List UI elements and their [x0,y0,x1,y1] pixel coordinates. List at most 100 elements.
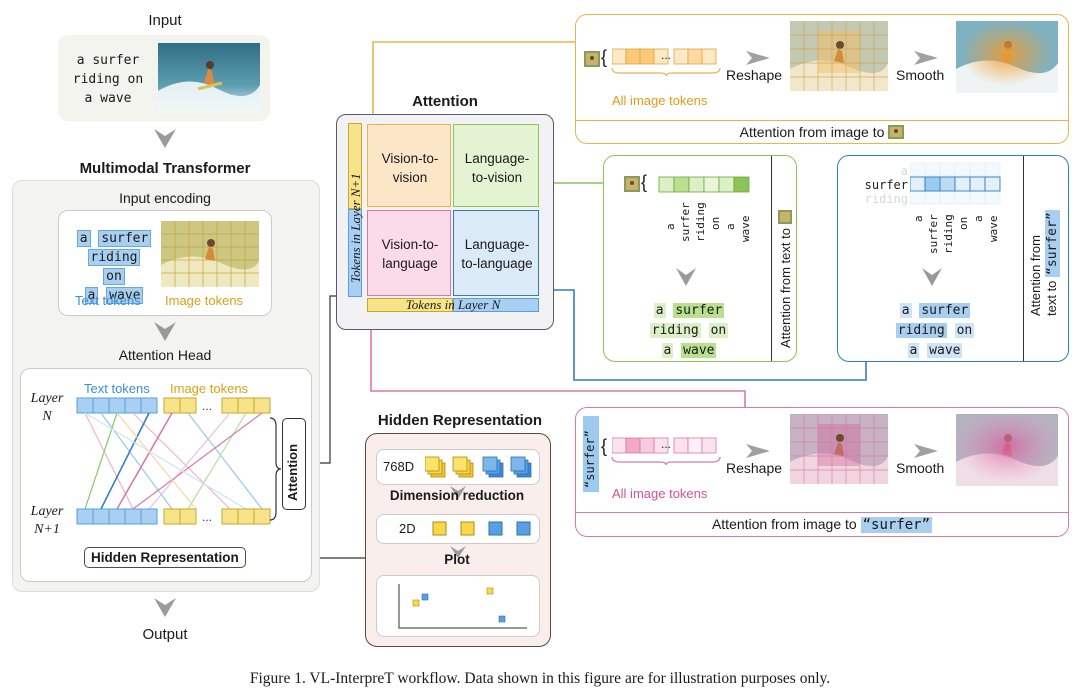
caption-line: a surfer [76,53,140,68]
ellipsis: ... [661,48,672,62]
row-labels: a surfer riding [864,164,908,206]
vector-2d: 2D [376,514,540,544]
caption-line: riding on [72,72,144,87]
smoothed-attention-image [956,414,1058,486]
attention-title: Attention [412,93,478,110]
text-to-surfer-result: a surfer riding on a wave [895,303,975,358]
right-arrow-icon [914,444,938,458]
text-token: a [84,287,99,304]
text-tokens-label: Text tokens [75,293,141,308]
down-arrow-icon [922,268,942,286]
attention-bracket [269,417,282,521]
scatter-plot [376,575,540,637]
input-encoding-box: a surfer riding on a wave Text tokens Im… [58,210,272,316]
quadrant-language-to-language[interactable]: Language-to-language [453,210,539,296]
input-caption: a surfer riding on a wave [68,51,148,108]
hidden-rep-panel: 768D Dimension reduction 2D Plot [365,433,551,647]
thumbnail-icon [624,176,640,192]
thumbnail-icon [778,210,792,225]
token-row-green [658,176,750,193]
thumbnail-icon [888,125,905,139]
image-attention-panel-bottom: “surfer” { ... All image tokens Reshape … [575,407,1069,537]
right-arrow-icon [914,51,938,65]
down-arrow-icon [676,268,696,286]
brace-glyph: { [601,436,608,456]
plot-label: Plot [444,552,470,567]
ellipsis: ... [661,437,672,451]
down-arrow-icon [154,322,176,341]
down-arrow-icon [154,129,176,148]
dim-768-label: 768D [383,459,415,474]
down-arrow-icon [450,486,466,499]
brace-glyph: { [601,47,608,67]
thumbnail-icon [584,51,600,67]
text-token: a [76,230,91,247]
dim-2d-label: 2D [399,521,416,536]
attention-button[interactable]: Attention [282,418,306,510]
token-labels-vertical: a surfer riding on a wave [664,202,752,242]
image-attention-caption-bottom: Attention from image to “surfer” [711,516,933,533]
brace-glyph: { [641,172,648,192]
x-axis-strip: Tokens in Layer N [367,297,539,312]
head-text-tokens: Text tokens [84,381,150,396]
image-tokens-label: Image tokens [165,293,244,308]
input-title: Input [148,12,182,29]
image-attention-caption-top: Attention from image to [576,124,1068,140]
attention-label: Attention [285,443,300,501]
text-to-image-side-label: Attention from text to [778,210,793,348]
text-to-surfer-side-label: Attention from text to “surfer” [1028,210,1060,316]
image-attention-panel-top: { ... All image tokens Reshape Smooth At… [575,14,1069,144]
figure-caption: Figure 1. VL-InterpreT workflow. Data sh… [249,670,831,687]
svg-text:...: ... [202,510,212,524]
down-arrow-icon [154,598,176,617]
attention-head-diagram: ... ... [76,397,271,525]
head-image-tokens: Image tokens [170,381,249,396]
hidden-rep-title: Hidden Representation [377,412,543,429]
attention-head-title: Attention Head [118,347,212,363]
text-token: riding [87,249,141,266]
token-row-pink [612,437,717,454]
token-matrix-blue [910,162,1001,205]
caption-line: a wave [84,91,132,106]
input-box: a surfer riding on a wave [58,35,270,121]
text-to-surfer-panel: a surfer riding a surfer riding on a wav… [837,155,1069,362]
image-token-grid [161,221,259,287]
token-labels-vertical: a surfer riding on a wave [912,214,1000,254]
smooth-label: Smooth [896,460,945,476]
dimension-reduction-label: Dimension reduction [389,488,525,503]
text-token: wave [106,287,144,304]
quadrant-label: Language-to-vision [464,151,530,185]
quadrant-label: Language-to-language [461,237,533,271]
quadrant-label: Vision-to-language [381,237,439,271]
token-row-orange [612,48,717,65]
smooth-label: Smooth [896,67,945,83]
quadrant-vision-to-vision[interactable]: Vision-to-vision [367,124,451,207]
input-encoding-title: Input encoding [119,190,211,206]
encoded-text: a surfer riding on a wave [73,229,155,305]
right-arrow-icon [746,51,770,65]
down-arrow-icon [450,546,466,558]
text-token: on [103,268,125,285]
reshaped-attention-grid [790,414,888,484]
text-to-image-panel: { a surfer riding on a wave a surfer rid… [603,155,797,362]
text-token: surfer [98,230,152,247]
svg-text:...: ... [202,399,212,413]
quadrant-label: Vision-to-vision [381,151,439,185]
surfer-token-tag: “surfer” [583,416,599,492]
quadrant-language-to-vision[interactable]: Language-to-vision [453,124,539,207]
reshape-label: Reshape [726,67,783,83]
underbrace [611,67,721,77]
surfer-photo [158,43,260,113]
quadrant-vision-to-language[interactable]: Vision-to-language [367,210,451,296]
hidden-representation-button[interactable]: Hidden Representation [84,547,246,568]
reshaped-attention-grid [790,21,888,91]
underbrace [611,456,721,466]
reshape-label: Reshape [726,460,783,476]
vector-768d: 768D [376,449,540,485]
smoothed-attention-image [956,21,1058,93]
cube-icons [425,456,532,478]
transformer-title: Multimodal Transformer [79,160,251,177]
right-arrow-icon [746,444,770,458]
